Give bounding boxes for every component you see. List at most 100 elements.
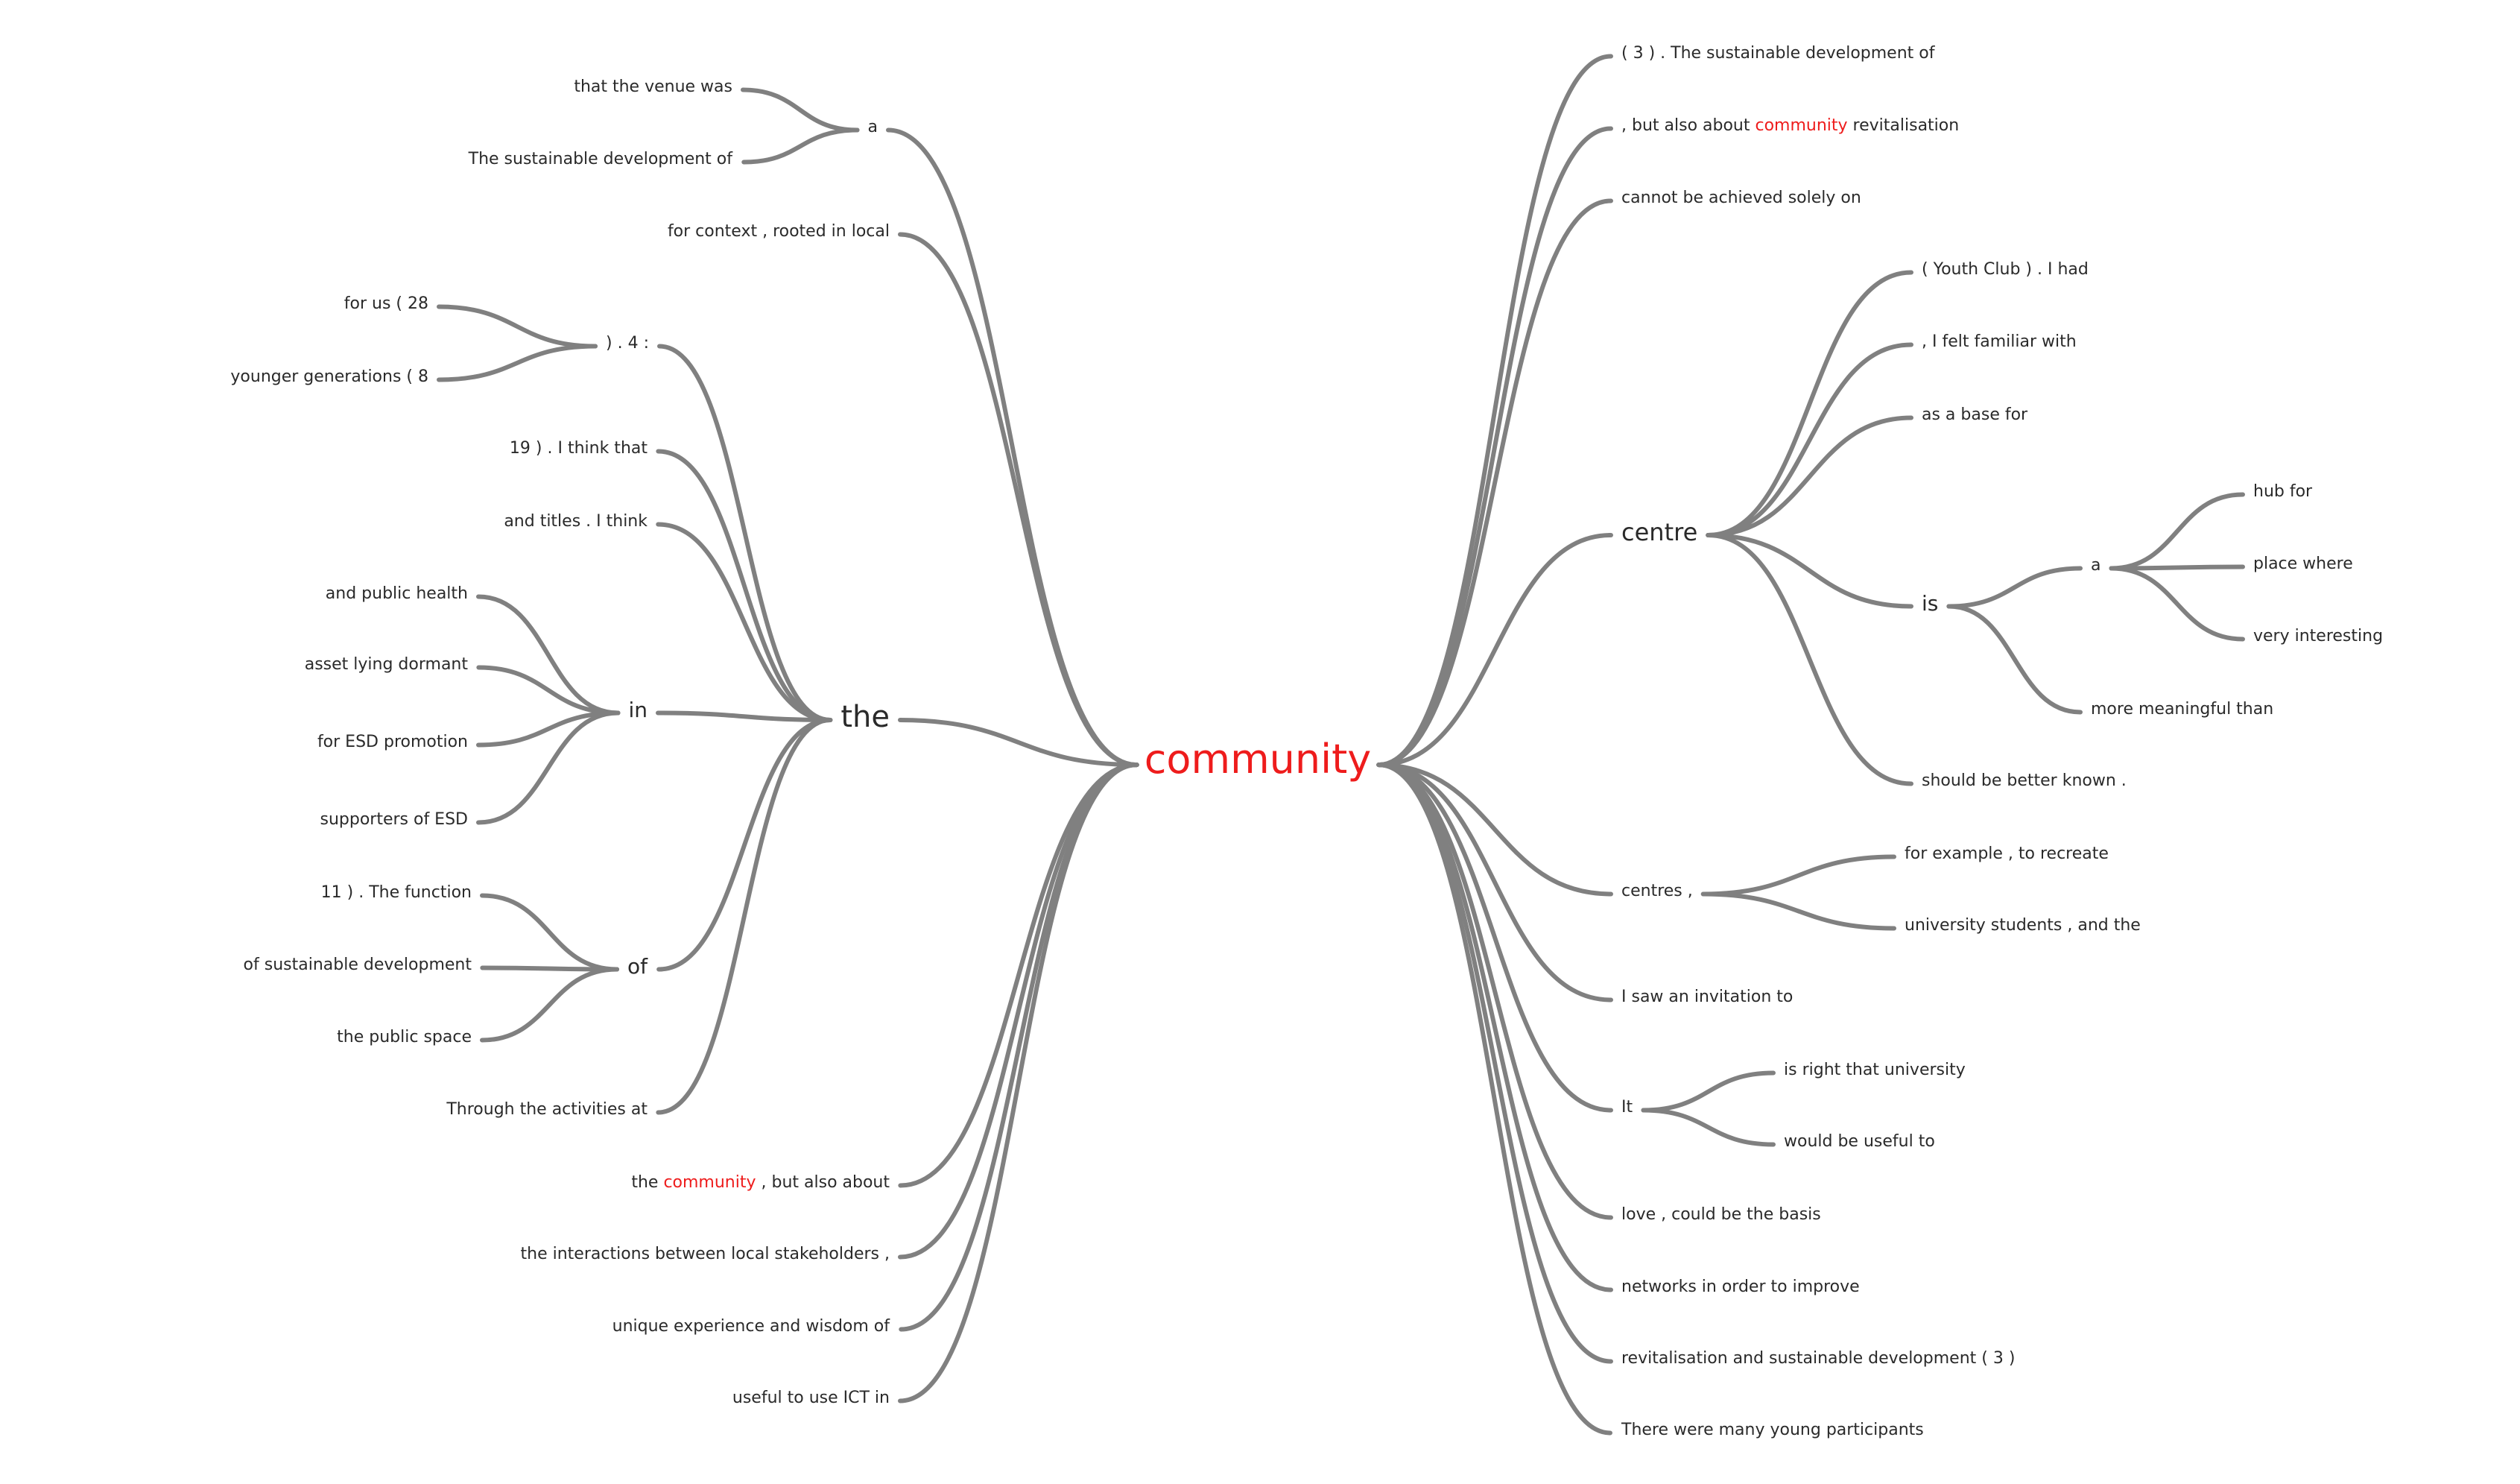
node-text-segment: and public health [326, 584, 468, 603]
word-node-that-the-venue-was: that the venue was [574, 78, 732, 96]
node-text-segment: revitalisation and sustainable developme… [1621, 1349, 2015, 1368]
connector-line [656, 522, 833, 722]
node-text-segment: 11 ) . The function [321, 883, 472, 902]
word-node-for-us-28: for us ( 28 [344, 294, 428, 313]
connector-line [1376, 762, 1613, 1292]
connector-line [656, 449, 833, 722]
connector-line [898, 232, 1139, 768]
word-node-for-context-rooted-in-local: for context , rooted in local [668, 222, 890, 241]
connector-line [480, 965, 619, 972]
word-node-is: is [1922, 591, 1938, 616]
node-text-segment: ) . 4 : [606, 334, 649, 353]
connector-line [480, 967, 619, 1043]
node-text-segment: for context , rooted in local [668, 222, 890, 241]
word-node-asset-lying-dormant: asset lying dormant [305, 655, 469, 674]
node-text-segment: ( 3 ) . The sustainable development of [1621, 44, 1936, 63]
connector-line [1946, 566, 2083, 609]
word-node-revitalisation-and-sustainable-developme: revitalisation and sustainable developme… [1621, 1349, 2015, 1368]
connector-line [1706, 533, 1913, 786]
word-node-11-the-function: 11 ) . The function [321, 883, 472, 902]
word-node-networks-in-order-to-improve: networks in order to improve [1621, 1278, 1860, 1296]
connector-line [437, 304, 598, 349]
word-node-useful-to-use-ict-in: useful to use ICT in [732, 1389, 890, 1407]
node-text-segment: I saw an invitation to [1621, 988, 1793, 1006]
connector-line [2109, 566, 2245, 642]
node-text-segment: the [631, 1173, 663, 1192]
connector-line [1376, 198, 1613, 768]
node-text-segment: in [628, 698, 648, 722]
node-text-segment: is right that university [1784, 1061, 1966, 1079]
connector-line [898, 762, 1139, 1260]
word-node-3-the-sustainable-development-of: ( 3 ) . The sustainable development of [1621, 44, 1936, 63]
word-node-the: the [840, 700, 890, 734]
word-node-love-could-be-the-basis: love , could be the basis [1621, 1205, 1821, 1224]
node-text-segment: the [840, 700, 890, 734]
word-node-would-be-useful-to: would be useful to [1784, 1132, 1935, 1151]
connector-line [437, 344, 598, 382]
connector-line [1641, 1108, 1776, 1147]
node-text-segment: centre [1621, 518, 1697, 546]
node-text-segment: Through the activities at [446, 1100, 648, 1119]
word-node-and-titles-i-think: and titles . I think [504, 512, 648, 531]
connector-line [476, 665, 621, 716]
word-node-the-interactions-between-local-stakehold: the interactions between local stakehold… [521, 1245, 890, 1263]
highlighted-keyword: community [1756, 116, 1848, 135]
node-text-segment: the public space [337, 1028, 472, 1046]
word-node-younger-generations-8: younger generations ( 8 [230, 367, 428, 386]
connector-line [886, 127, 1139, 768]
node-text-segment: ( Youth Club ) . I had [1922, 260, 2089, 279]
word-node-it: It [1621, 1098, 1633, 1117]
node-text-segment: younger generations ( 8 [230, 367, 428, 386]
node-text-segment: revitalisation [1848, 116, 1960, 135]
word-node-youth-club-i-had: ( Youth Club ) . I had [1922, 260, 2089, 279]
connector-line [898, 718, 1139, 768]
node-text-segment: university students , and the [1905, 916, 2141, 935]
connector-line [1706, 270, 1913, 537]
word-node-community: community [1145, 736, 1372, 783]
word-node-i-saw-an-invitation-to: I saw an invitation to [1621, 988, 1793, 1006]
word-node-of: of [627, 954, 648, 979]
node-text-segment: place where [2253, 555, 2353, 573]
node-text-segment: It [1621, 1098, 1633, 1117]
node-text-segment: should be better known . [1922, 771, 2127, 790]
word-node-for-esd-promotion: for ESD promotion [317, 733, 468, 751]
word-node-the-community-but-also-about: the community , but also about [631, 1173, 890, 1192]
highlighted-keyword: community [1145, 736, 1372, 783]
connector-line [656, 710, 833, 722]
node-text-segment: networks in order to improve [1621, 1278, 1860, 1296]
connector-line [656, 718, 833, 972]
connector-line [1946, 604, 2083, 715]
node-text-segment: 19 ) . I think that [510, 439, 648, 458]
node-text-segment: of [627, 954, 648, 979]
connector-line [2109, 564, 2245, 571]
word-node-is-right-that-university: is right that university [1784, 1061, 1966, 1079]
word-node-hub-for: hub for [2253, 482, 2313, 501]
word-node-more-meaningful-than: more meaningful than [2091, 700, 2273, 719]
node-text-segment: , but also about [756, 1173, 890, 1192]
word-node-the-sustainable-development-of: The sustainable development of [468, 150, 734, 168]
connector-lines [437, 54, 2245, 1436]
connector-line [480, 893, 619, 972]
node-text-segment: , I felt familiar with [1922, 332, 2077, 351]
node-text-segment: very interesting [2253, 627, 2383, 645]
connector-line [1706, 415, 1913, 537]
connector-line [476, 710, 621, 748]
word-node-through-the-activities-at: Through the activities at [446, 1100, 648, 1119]
node-text-segment: the interactions between local stakehold… [521, 1245, 890, 1263]
node-text-segment: The sustainable development of [468, 150, 734, 168]
connector-line [656, 718, 833, 1115]
word-node-a: a [868, 118, 878, 136]
word-node-and-public-health: and public health [326, 584, 468, 603]
word-node-4: ) . 4 : [606, 334, 649, 353]
word-node-there-were-many-young-participants: There were many young participants [1621, 1421, 1924, 1439]
node-text-segment: useful to use ICT in [732, 1389, 890, 1407]
connector-line [1376, 762, 1613, 1003]
word-node-but-also-about-community-revitalisation: , but also about community revitalisatio… [1621, 116, 1959, 135]
connector-line [476, 594, 621, 716]
word-node-university-students-and-the: university students , and the [1905, 916, 2141, 935]
word-node-unique-experience-and-wisdom-of: unique experience and wisdom of [612, 1317, 891, 1336]
node-text-segment: supporters of ESD [320, 810, 468, 829]
node-text-segment: that the venue was [574, 78, 732, 96]
